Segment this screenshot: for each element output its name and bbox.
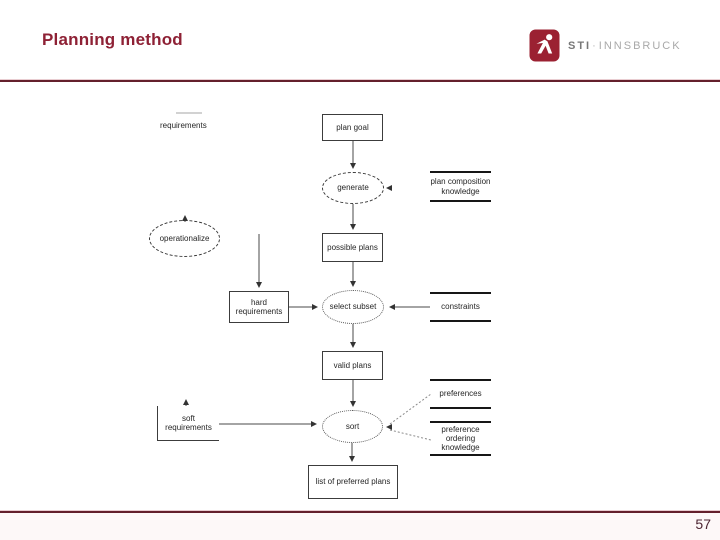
logo-location: INNSBRUCK <box>598 39 682 52</box>
footer-divider <box>0 510 720 513</box>
sti-runner-icon <box>529 29 560 62</box>
hard-requirements-box: hard requirements <box>229 291 289 323</box>
preferences-store: preferences <box>430 379 491 409</box>
sti-logo: STI·INNSBRUCK <box>529 29 682 62</box>
logo-separator: · <box>592 39 598 52</box>
page-number: 57 <box>695 516 711 532</box>
logo-brand: STI <box>568 39 592 52</box>
list-of-preferred-plans-box: list of preferred plans <box>308 465 398 499</box>
possible-plans-box: possible plans <box>322 233 383 262</box>
valid-plans-box: valid plans <box>322 351 383 380</box>
page-title: Planning method <box>42 30 183 49</box>
requirements-faint-line <box>176 112 202 114</box>
plan-goal-box: plan goal <box>322 114 383 141</box>
generate-process: generate <box>322 172 384 204</box>
select-subset-process: select subset <box>322 290 384 324</box>
soft-requirements-box: soft requirements <box>157 406 219 441</box>
sort-process: sort <box>322 410 383 443</box>
requirements-label: requirements <box>160 121 207 131</box>
sti-logo-text: STI·INNSBRUCK <box>568 40 682 52</box>
plan-composition-knowledge-store: plan composition knowledge <box>430 171 491 202</box>
preference-ordering-knowledge-store: preference ordering knowledge <box>430 421 491 456</box>
constraints-store: constraints <box>430 292 491 322</box>
operationalize-process: operationalize <box>149 220 220 257</box>
footer-background <box>0 513 720 540</box>
header-divider <box>0 79 720 82</box>
